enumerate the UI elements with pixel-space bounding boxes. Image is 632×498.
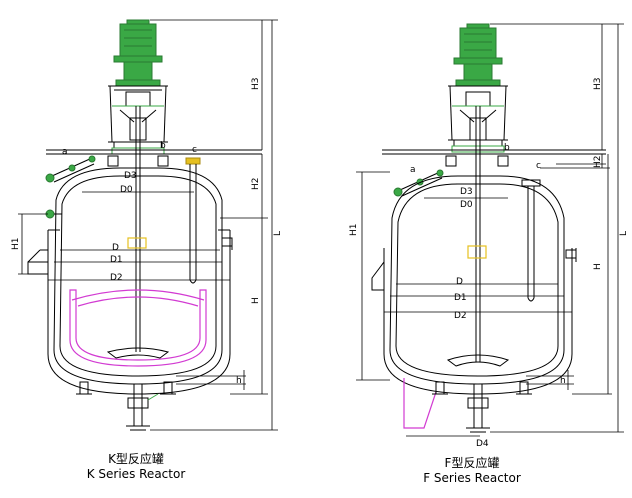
k-frame bbox=[108, 85, 168, 155]
k-motor bbox=[113, 19, 163, 87]
k-label-a: a bbox=[62, 147, 68, 157]
f-label-a: a bbox=[410, 165, 416, 175]
f-label-h1: H1 bbox=[349, 224, 359, 237]
f-caption-en: F Series Reactor bbox=[423, 471, 521, 485]
f-label-b: b bbox=[504, 143, 510, 153]
k-jacket bbox=[47, 230, 231, 395]
k-outer-shell bbox=[53, 167, 223, 385]
f-magenta-leg bbox=[403, 378, 437, 429]
k-reactor bbox=[18, 19, 278, 431]
f-caption-cn: F型反应罐 bbox=[444, 456, 500, 470]
k-label-d3: D3 bbox=[124, 171, 137, 181]
f-inner-shell bbox=[395, 183, 559, 377]
k-caption: K型反应罐 K Series Reactor bbox=[76, 452, 196, 482]
k-label-d: D bbox=[112, 243, 119, 253]
f-caption: F型反应罐 F Series Reactor bbox=[412, 456, 532, 486]
f-label-h2: H2 bbox=[593, 156, 603, 169]
k-bottom bbox=[76, 381, 176, 431]
k-label-c: c bbox=[192, 145, 197, 155]
f-reactor bbox=[356, 23, 624, 437]
f-agitator bbox=[446, 354, 510, 367]
f-motor bbox=[453, 23, 503, 87]
f-label-d: D bbox=[456, 277, 463, 287]
k-label-h3: H3 bbox=[251, 78, 261, 91]
f-label-d1: D1 bbox=[454, 293, 467, 303]
f-bottom bbox=[432, 381, 532, 433]
k-agitator bbox=[106, 347, 170, 359]
k-label-d1: D1 bbox=[110, 255, 123, 265]
f-jacket bbox=[383, 248, 573, 395]
f-label-d0: D0 bbox=[460, 200, 473, 210]
f-label-H: H bbox=[593, 263, 603, 270]
f-frame bbox=[448, 85, 508, 153]
f-label-l: L bbox=[619, 231, 629, 236]
k-magenta-coil bbox=[69, 289, 207, 367]
k-label-h1: H1 bbox=[11, 238, 21, 251]
k-label-l: L bbox=[273, 231, 283, 236]
f-label-d3: D3 bbox=[460, 187, 473, 197]
k-caption-en: K Series Reactor bbox=[86, 467, 186, 481]
k-label-h2: H2 bbox=[251, 178, 261, 191]
f-dimensions bbox=[356, 23, 624, 437]
f-label-d4: D4 bbox=[476, 439, 489, 449]
f-outer-shell bbox=[389, 175, 565, 385]
f-label-c: c bbox=[536, 161, 541, 171]
k-label-b: b bbox=[160, 141, 166, 151]
k-dimensions bbox=[18, 19, 278, 431]
f-label-h3: H3 bbox=[593, 78, 603, 91]
k-nozzles bbox=[45, 155, 201, 284]
f-label-hsmall: h bbox=[560, 376, 566, 386]
k-inner-shell bbox=[59, 175, 217, 377]
f-label-d2: D2 bbox=[454, 311, 467, 321]
k-label-d0: D0 bbox=[120, 185, 133, 195]
k-label-hsmall: h bbox=[236, 376, 242, 386]
f-nozzles bbox=[393, 155, 541, 302]
k-caption-cn: K型反应罐 bbox=[108, 452, 164, 466]
k-label-d2: D2 bbox=[110, 273, 123, 283]
k-label-H: H bbox=[251, 297, 261, 304]
